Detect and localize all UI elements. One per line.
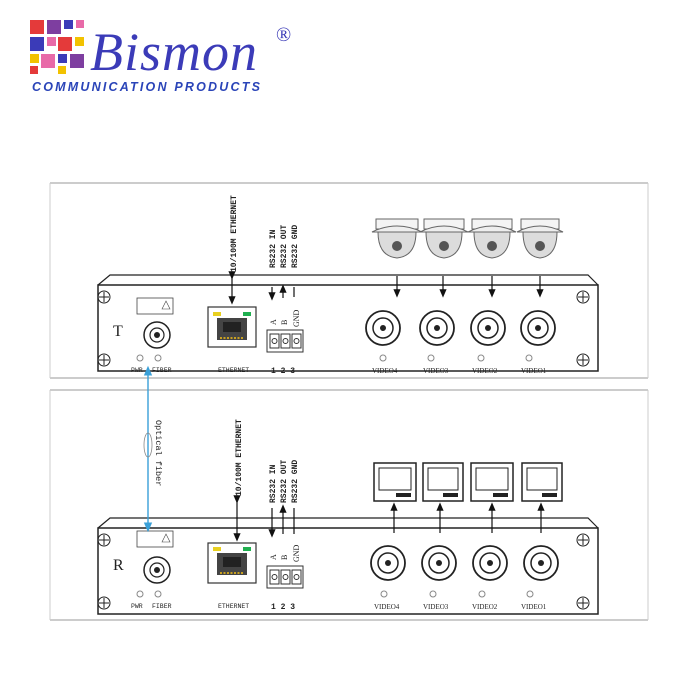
- video-ports: [370, 545, 559, 598]
- fiber-label: FIBER: [152, 603, 172, 610]
- bnc-connector-icon[interactable]: [470, 310, 506, 362]
- laser-warning-icon: [136, 530, 174, 548]
- rs232-gnd-label: RS232 GND: [291, 225, 300, 268]
- video4-label: VIDEO4: [374, 603, 400, 611]
- bnc-connector-icon[interactable]: [370, 545, 406, 598]
- rs232-terminal-icon[interactable]: [266, 329, 304, 353]
- ethernet-label: 10/100M ETHERNET: [230, 195, 239, 272]
- brand-name: Bismon: [90, 22, 258, 82]
- pwr-led-icon: [136, 354, 144, 362]
- bnc-connector-icon[interactable]: [419, 310, 455, 362]
- bnc-connector-icon[interactable]: [365, 310, 401, 362]
- rs232-out-label: RS232 OUT: [280, 460, 289, 503]
- ethernet-label: 10/100M ETHERNET: [235, 419, 244, 496]
- unit-letter: R: [113, 557, 124, 574]
- monitor-icon: [470, 462, 514, 502]
- terminal-letter-gnd: GND: [292, 544, 301, 562]
- rs232-terminal-icon[interactable]: [266, 565, 304, 589]
- bnc-connector-icon[interactable]: [523, 545, 559, 598]
- terminal-letter-b: B: [280, 320, 289, 325]
- terminal-letter-gnd: GND: [292, 309, 301, 327]
- registered-mark: ®: [276, 24, 292, 46]
- video2-label: VIDEO2: [472, 367, 498, 375]
- rs232-in-label: RS232 IN: [269, 464, 278, 503]
- fiber-connector-icon[interactable]: [143, 556, 171, 584]
- video3-label: VIDEO3: [423, 367, 449, 375]
- video3-label: VIDEO3: [423, 603, 449, 611]
- monitor-icon: [422, 462, 464, 502]
- fiber-led-icon: [154, 354, 162, 362]
- rs232-gnd-label: RS232 GND: [291, 460, 300, 503]
- pwr-label: PWR: [131, 603, 143, 610]
- brand-logo: Bismon ® COMMUNICATION PRODUCTS: [28, 18, 292, 98]
- monitor-icon: [521, 462, 563, 502]
- pwr-label: PWR: [131, 367, 143, 374]
- dome-camera-icon: [467, 218, 517, 259]
- ethernet-port-label: ETHERNET: [218, 367, 249, 374]
- video-ports: [365, 310, 556, 362]
- bnc-connector-icon[interactable]: [421, 545, 457, 598]
- fiber-connector-icon[interactable]: [143, 321, 171, 349]
- receiver-panel: [97, 527, 599, 615]
- terminal-numbers: 1 2 3: [271, 603, 295, 612]
- video1-label: VIDEO1: [521, 367, 547, 375]
- monitor-icon: [373, 462, 417, 502]
- ethernet-port-icon[interactable]: [207, 306, 257, 348]
- ethernet-port-icon[interactable]: [207, 542, 257, 584]
- dome-camera-icon: [371, 218, 423, 259]
- brand-tagline: COMMUNICATION PRODUCTS: [32, 80, 263, 94]
- transmitter-panel: [97, 284, 599, 372]
- terminal-letter-a: A: [269, 554, 278, 560]
- fiber-coil-icon: [143, 432, 153, 458]
- optical-fiber-link: Optical fiber: [143, 365, 163, 533]
- unit-letter: T: [113, 323, 123, 340]
- rs232-out-label: RS232 OUT: [280, 225, 289, 268]
- rs232-in-label: RS232 IN: [269, 229, 278, 268]
- bnc-connector-icon[interactable]: [472, 545, 508, 598]
- screw-icon: [97, 290, 590, 367]
- laser-warning-icon: [136, 297, 174, 315]
- terminal-numbers: 1 2 3: [271, 367, 295, 376]
- terminal-letter-b: B: [280, 555, 289, 560]
- screw-icon: [97, 533, 590, 610]
- optical-fiber-label: Optical fiber: [153, 420, 163, 486]
- terminal-letter-a: A: [269, 319, 278, 325]
- dome-camera-icon: [419, 218, 469, 259]
- fiber-led-icon: [154, 590, 162, 598]
- video4-label: VIDEO4: [372, 367, 398, 375]
- dome-camera-icon: [516, 218, 564, 259]
- pwr-led-icon: [136, 590, 144, 598]
- logo-squares-icon: [30, 20, 84, 74]
- transmitter-unit: T PWR FIBER ETHERNET 10/100M ETHERNET: [49, 182, 649, 379]
- fiber-label: FIBER: [152, 367, 172, 374]
- bnc-connector-icon[interactable]: [520, 310, 556, 362]
- receiver-unit: R PWR FIBER ETHERNET 10/100M ETHERNET A …: [49, 390, 649, 621]
- video2-label: VIDEO2: [472, 603, 498, 611]
- ethernet-port-label: ETHERNET: [218, 603, 249, 610]
- video1-label: VIDEO1: [521, 603, 547, 611]
